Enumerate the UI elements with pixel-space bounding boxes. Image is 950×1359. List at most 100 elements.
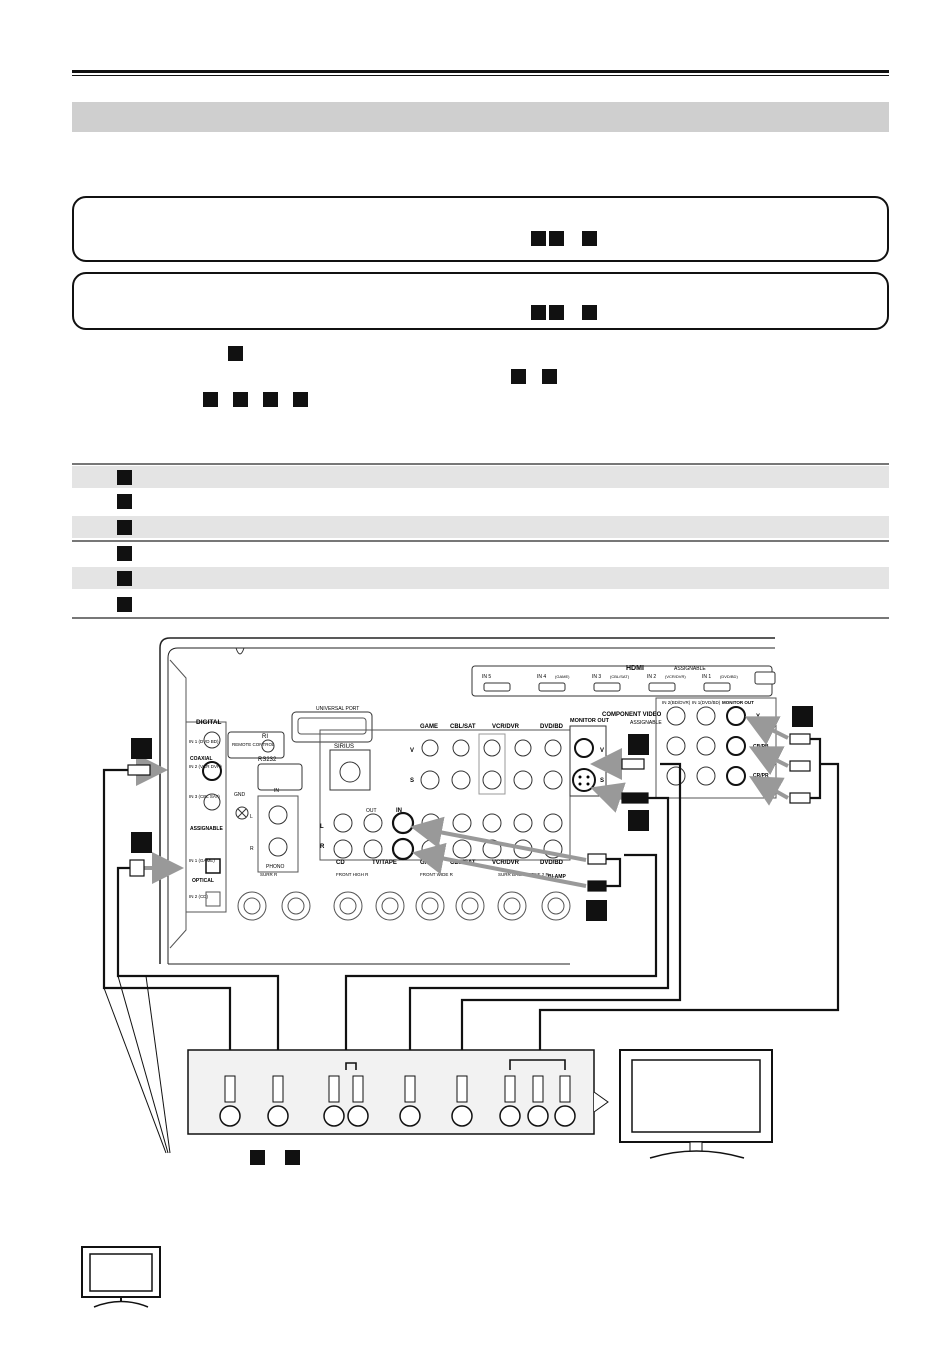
component-jack: [696, 766, 716, 786]
row-marker: [117, 469, 132, 487]
component-video-label: COMPONENT VIDEO: [602, 712, 662, 718]
step-marker-icon: [131, 738, 152, 759]
speaker-terminal: [281, 891, 311, 921]
speaker-terminal-inner: [287, 897, 305, 915]
step-marker-icon: [628, 734, 649, 755]
ri-label: RI: [262, 734, 268, 740]
step-marker-icon: [531, 305, 546, 321]
note-box-1: [72, 196, 889, 262]
step-marker-icon: [250, 1150, 265, 1165]
tvtape-out-label: OUT: [366, 808, 377, 814]
video-v-label: V: [410, 748, 414, 754]
step-markers: [531, 230, 597, 248]
row-marker: [117, 570, 132, 588]
component-jack: [666, 706, 686, 726]
digital-label: DIGITAL: [196, 719, 222, 726]
speaker-terminal: [455, 891, 485, 921]
inline-markers: [203, 391, 308, 409]
audio-col-game: GAME: [420, 860, 438, 866]
device-plug: [504, 1075, 516, 1103]
table-top-rule: [72, 463, 889, 465]
step-marker-icon: [117, 546, 132, 562]
monitor-out-label: MONITOR OUT: [570, 718, 610, 724]
device-jack: [399, 1105, 421, 1127]
device-plug: [272, 1075, 284, 1103]
hdmi-port-label: IN 4: [537, 674, 546, 680]
speaker-terminal-inner: [547, 897, 565, 915]
optical-label: OPTICAL: [192, 878, 214, 884]
speaker-terminal: [375, 891, 405, 921]
speaker-terminals: SURR R FRONT HIGH R FRONT WIDE R SURR BA…: [237, 872, 571, 921]
audio-col-cd: CD: [336, 860, 345, 866]
rca-jack-right: [333, 839, 353, 859]
small-tv-icon: [81, 1246, 161, 1308]
section-heading-bar: [72, 102, 889, 132]
component-jack: [666, 736, 686, 756]
rca-jack-left: [333, 813, 353, 833]
table-mid-rule: [72, 540, 889, 542]
hdmi-port-label: IN 1: [702, 674, 711, 680]
hdmi-label: HDMI: [626, 665, 644, 672]
gnd-label: GND: [234, 792, 246, 798]
step-marker-icon: [203, 392, 218, 408]
analog-io-matrix: GAME CBL/SAT VCR/DVR DVD/BD V S L R CD T…: [319, 724, 571, 880]
hdmi-port: [703, 682, 731, 692]
video-col-game: GAME: [420, 724, 438, 730]
video-col-cblsat: CBL/SAT: [450, 724, 476, 730]
inline-markers: [511, 368, 557, 386]
hdmi-port-sublabel: (GAME): [555, 674, 570, 679]
rca-jack-left: [543, 813, 563, 833]
s-video-jack: [513, 770, 533, 790]
hdmi-port-sublabel: (VCR/DVR): [665, 674, 686, 679]
phono-in-label: IN: [274, 788, 279, 794]
optical-in1-label: IN 1 (GAME): [189, 858, 215, 863]
hdmi-port-sublabel: (CBL/SAT): [610, 674, 630, 679]
composite-jack: [544, 739, 562, 757]
rca-jack-left: [513, 813, 533, 833]
row-marker: [117, 545, 132, 563]
device-jack: [219, 1105, 241, 1127]
step-marker-icon: [531, 231, 546, 247]
arrows: [130, 716, 789, 888]
speaker-terminal-inner: [381, 897, 399, 915]
hdmi-port-label: IN 2: [647, 674, 656, 680]
step-marker-icon: [117, 520, 132, 536]
rca-jack-left: [363, 813, 383, 833]
component-jack: [726, 706, 746, 726]
hdmi-port: [538, 682, 566, 692]
component-in2-label: IN 2(BD/DVR): [662, 700, 691, 705]
step-marker-icon: [131, 832, 152, 853]
step-marker-icon: [285, 1150, 300, 1165]
row-marker: [117, 519, 132, 537]
speaker-terminal: [333, 891, 363, 921]
component-jack: [726, 766, 746, 786]
step-marker-icon: [542, 369, 557, 385]
digital-in3-label: IN 3 (CBL SAT): [189, 794, 220, 799]
video-col-vcrdvr: VCR/DVR: [492, 724, 520, 730]
component-jack: [666, 766, 686, 786]
monitor-v-label: V: [600, 748, 604, 754]
step-marker-icon: [628, 810, 649, 831]
device-plug: [559, 1075, 571, 1103]
vcr-group-frame: [478, 733, 506, 795]
diagram-step-markers: [131, 706, 813, 921]
hdmi-port-sublabel: (DVD/BD): [720, 674, 738, 679]
rca-jack-left: [452, 813, 472, 833]
speaker-terminal: [541, 891, 571, 921]
s-video-jack: [543, 770, 563, 790]
device-jack: [347, 1105, 369, 1127]
speaker-terminal-inner: [243, 897, 261, 915]
table-row: [72, 516, 889, 538]
step-marker-icon: [117, 597, 132, 613]
component-jack: [696, 736, 716, 756]
step-marker-icon: [792, 706, 813, 727]
step-marker-icon: [582, 231, 597, 247]
device-jack: [499, 1105, 521, 1127]
s-video-jack: [451, 770, 471, 790]
step-marker-icon: [233, 392, 248, 408]
coaxial-label: COAXIAL: [190, 756, 213, 762]
rca-jack-left: [482, 813, 502, 833]
component-cb-label: CB/PB: [753, 744, 769, 750]
speaker-terminal: [497, 891, 527, 921]
